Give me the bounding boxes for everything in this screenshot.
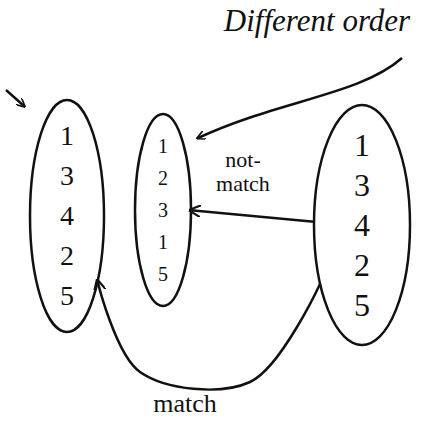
set-number: 2	[354, 245, 370, 285]
pointer-arrow	[6, 90, 24, 106]
number-set-ellipse: 13425	[312, 103, 412, 347]
number-column: 12315	[133, 112, 193, 308]
set-number: 2	[158, 162, 168, 194]
set-number: 3	[60, 156, 74, 196]
ellipse-outline	[135, 114, 191, 306]
connector-arrow	[98, 281, 321, 389]
note-heading: Different order	[200, 4, 434, 38]
ellipse-outline	[30, 100, 104, 332]
number-set-ellipse: 13425	[28, 98, 106, 334]
edge-label: match	[130, 390, 240, 419]
set-number: 5	[158, 258, 168, 290]
set-number: 1	[354, 125, 370, 165]
set-number: 3	[158, 194, 168, 226]
number-set-ellipse: 12315	[133, 112, 193, 308]
edge-label: not- match	[208, 148, 278, 196]
leader-arrow	[198, 58, 402, 138]
set-number: 2	[60, 236, 74, 276]
number-column: 13425	[28, 98, 106, 334]
set-number: 1	[158, 130, 168, 162]
set-number: 1	[60, 116, 74, 156]
set-number: 4	[354, 205, 370, 245]
number-column: 13425	[312, 103, 412, 347]
set-number: 3	[354, 165, 370, 205]
set-number: 1	[158, 226, 168, 258]
set-number: 5	[60, 276, 74, 316]
set-number: 4	[60, 196, 74, 236]
ellipse-outline	[314, 105, 410, 345]
connector-arrow	[191, 210, 314, 222]
set-number: 5	[354, 285, 370, 325]
